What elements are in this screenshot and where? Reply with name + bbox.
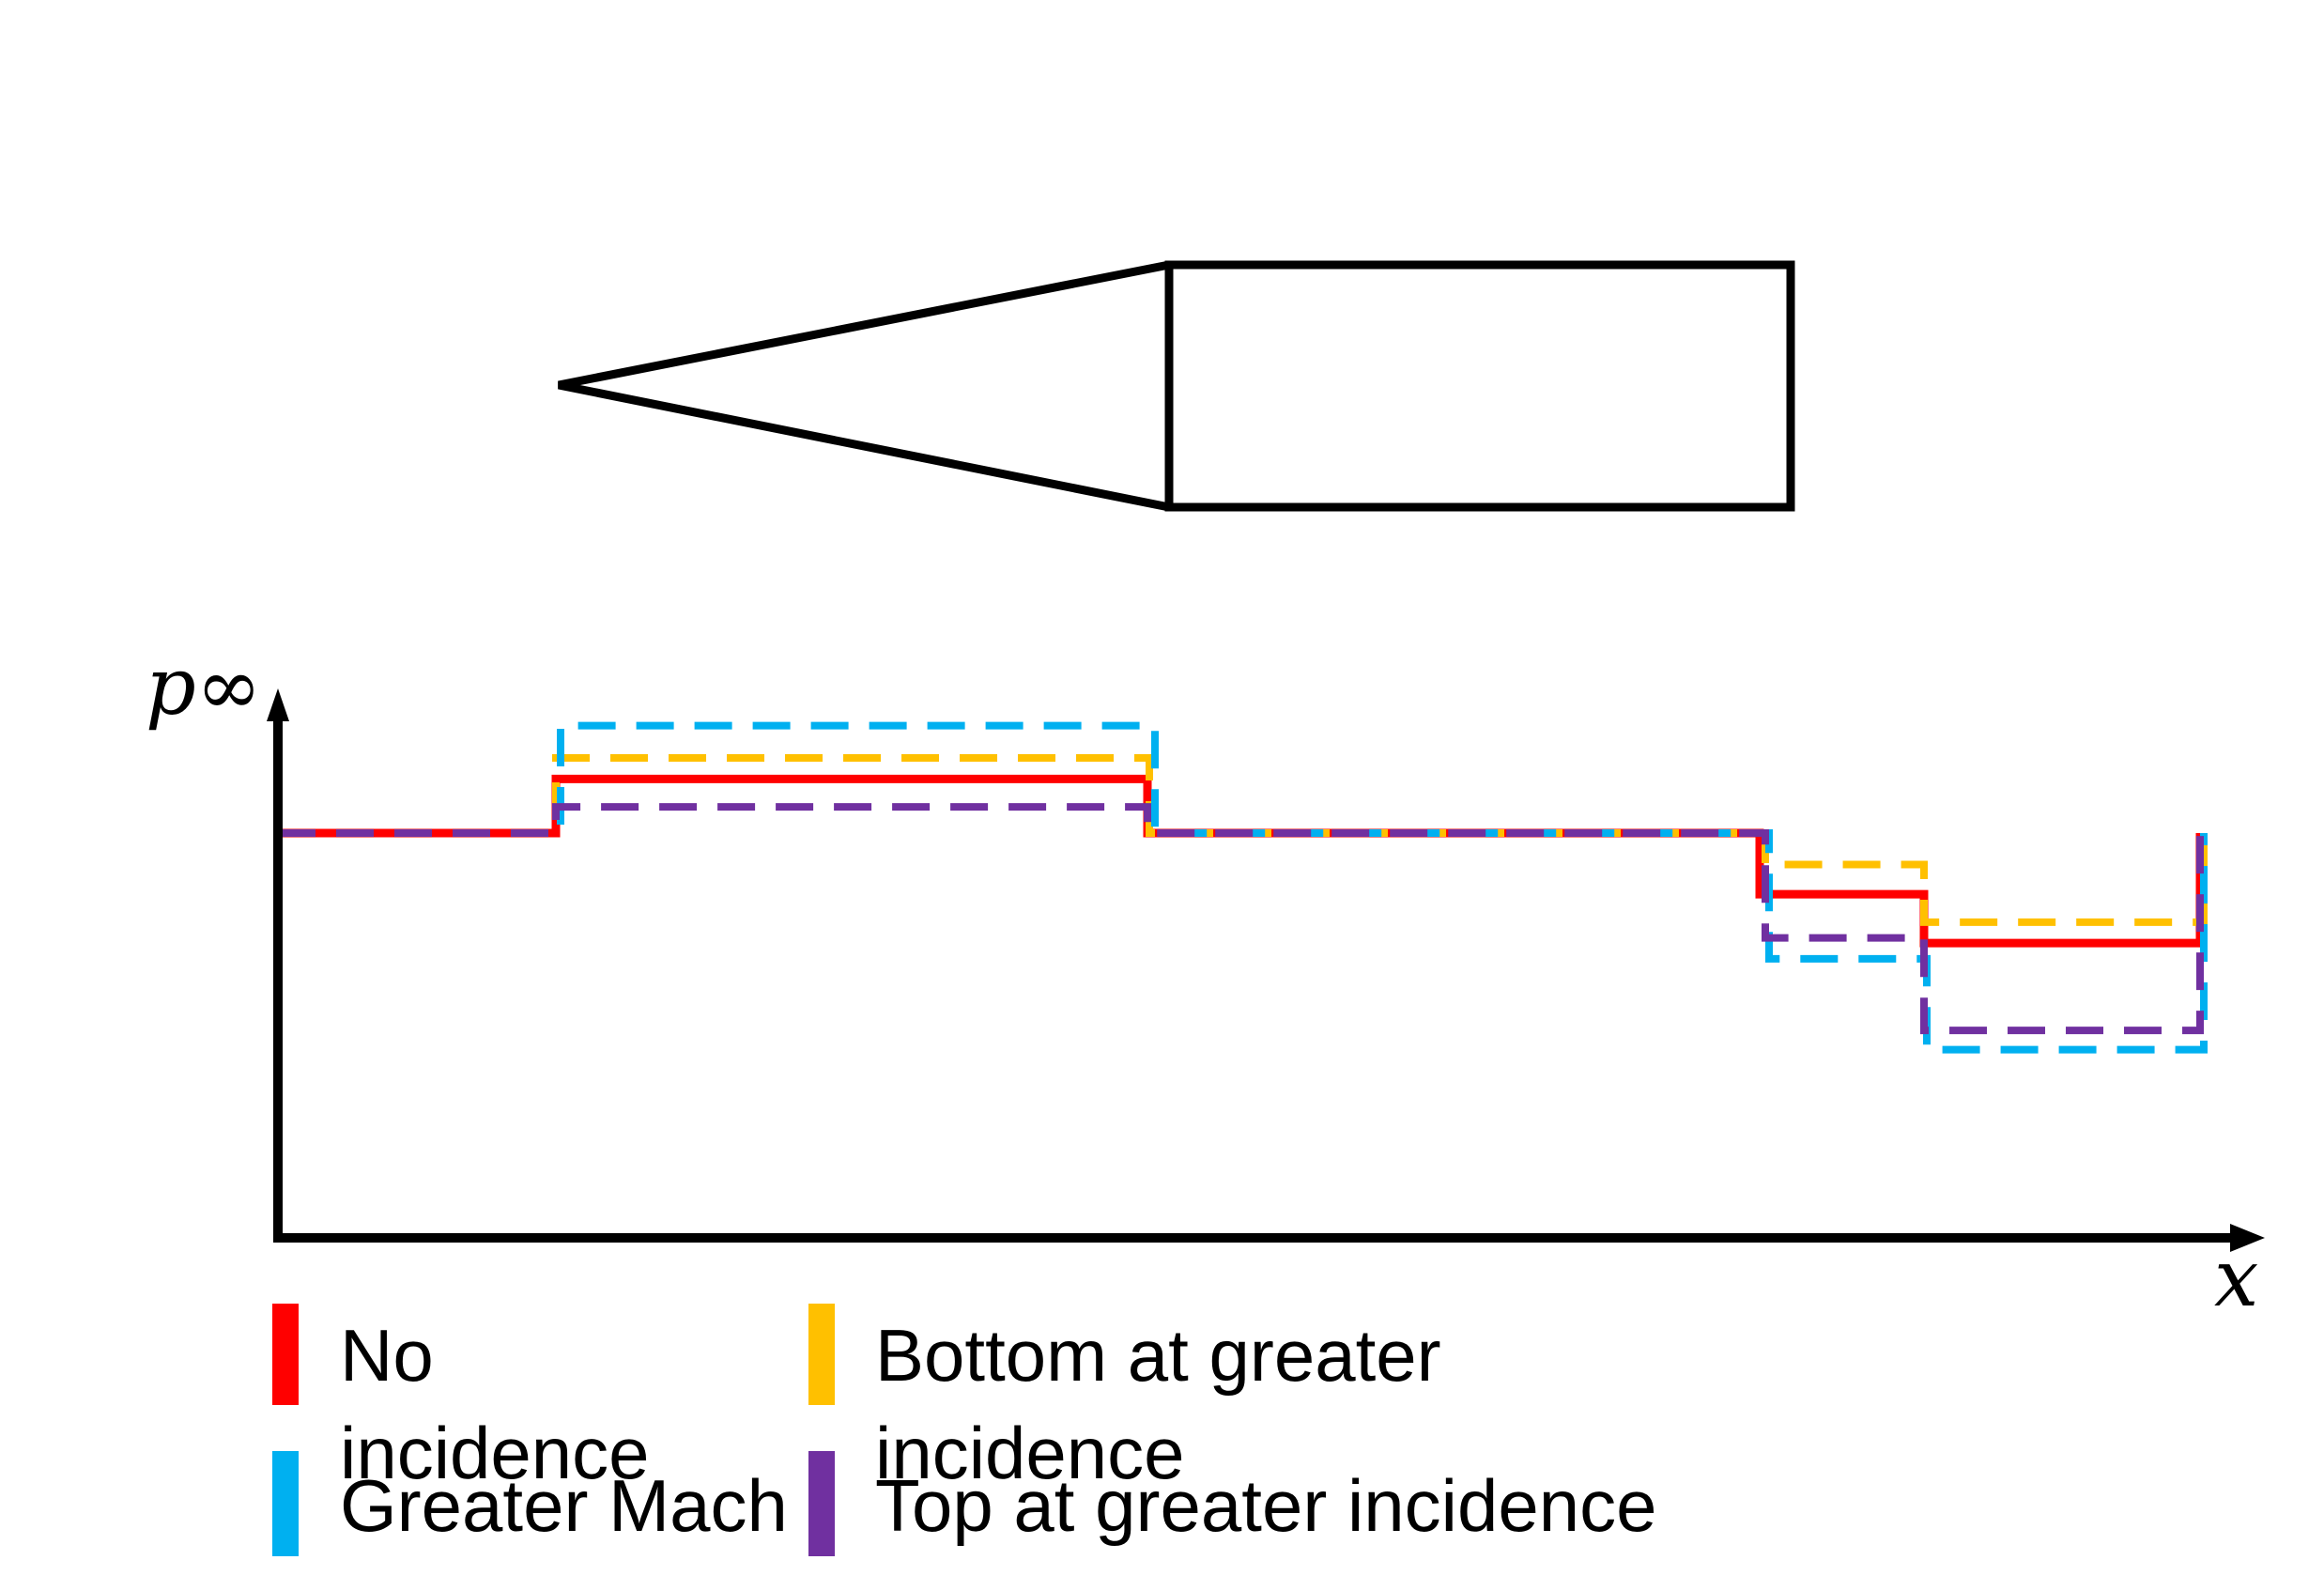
cylinder-body <box>1164 260 1795 512</box>
legend-label-bottom-line2: incidence <box>875 1412 1185 1494</box>
legend-swatch-bottom-greater-incidence <box>808 1304 835 1405</box>
legend-swatch-greater-mach <box>272 1451 299 1556</box>
legend: No incidence Bottom at greater incidence… <box>272 1304 1657 1556</box>
legend-label-no-incidence-line2: incidence <box>340 1412 650 1494</box>
legend-swatch-no-incidence <box>272 1304 299 1405</box>
legend-label-bottom-line1: Bottom at greater <box>875 1314 1441 1397</box>
legend-item-no-incidence: No incidence <box>272 1304 650 1494</box>
x-axis-label: x <box>2214 1232 2258 1324</box>
legend-swatch-top-greater-incidence <box>808 1451 835 1556</box>
legend-label-no-incidence-line1: No <box>340 1314 434 1397</box>
pressure-series <box>278 721 2208 1054</box>
y-axis-label: p∞ <box>146 641 262 733</box>
body-shape <box>558 260 1795 512</box>
series-line-top-greater-incidence <box>278 803 2204 1035</box>
legend-item-greater-mach: Greater Mach <box>272 1451 788 1556</box>
svg-text:No incidence: No incidence <box>340 1314 650 1494</box>
cone-nose <box>558 260 1170 512</box>
legend-label-greater-mach: Greater Mach <box>340 1464 788 1547</box>
axes: p∞ x <box>146 641 2265 1324</box>
x-axis-arrow <box>2230 1224 2265 1252</box>
legend-item-bottom-greater-incidence: Bottom at greater incidence <box>808 1304 1461 1494</box>
legend-item-top-greater-incidence: Top at greater incidence <box>808 1451 1657 1556</box>
series-line-greater-mach <box>278 721 2208 1054</box>
y-axis-arrow <box>267 688 289 721</box>
legend-label-top-greater-incidence: Top at greater incidence <box>875 1464 1657 1547</box>
svg-text:Bottom at greater inci: Bottom at greater incidence <box>875 1314 1461 1494</box>
